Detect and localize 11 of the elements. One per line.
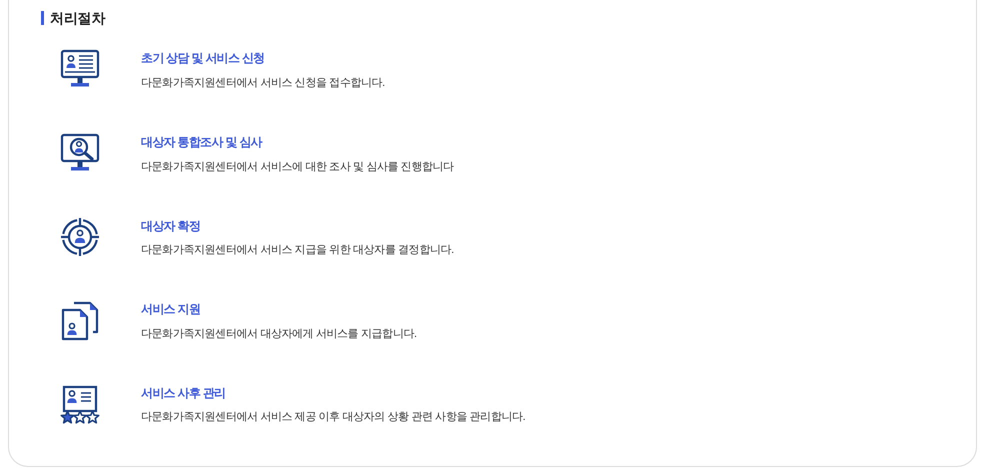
step-title: 서비스 지원 xyxy=(141,301,200,318)
step-description: 다문화가족지원센터에서 서비스 제공 이후 대상자의 상황 관련 사항을 관리합니다. xyxy=(141,410,526,425)
step-title: 대상자 확정 xyxy=(141,218,200,235)
step-description: 다문화가족지원센터에서 서비스에 대한 조사 및 심사를 진행합니다 xyxy=(141,160,454,175)
step-description: 다문화가족지원센터에서 서비스 신청을 접수합니다. xyxy=(141,76,385,91)
section-title: 처리절차 xyxy=(50,9,106,28)
step-title: 서비스 사후 관리 xyxy=(141,385,226,402)
step-title: 대상자 통합조사 및 심사 xyxy=(141,134,262,151)
step-description: 다문화가족지원센터에서 대상자에게 서비스를 지급합니다. xyxy=(141,327,417,342)
step-title: 초기 상담 및 서비스 신청 xyxy=(141,50,265,67)
step-description: 다문화가족지원센터에서 서비스 지급을 위한 대상자를 결정합니다. xyxy=(141,243,454,258)
